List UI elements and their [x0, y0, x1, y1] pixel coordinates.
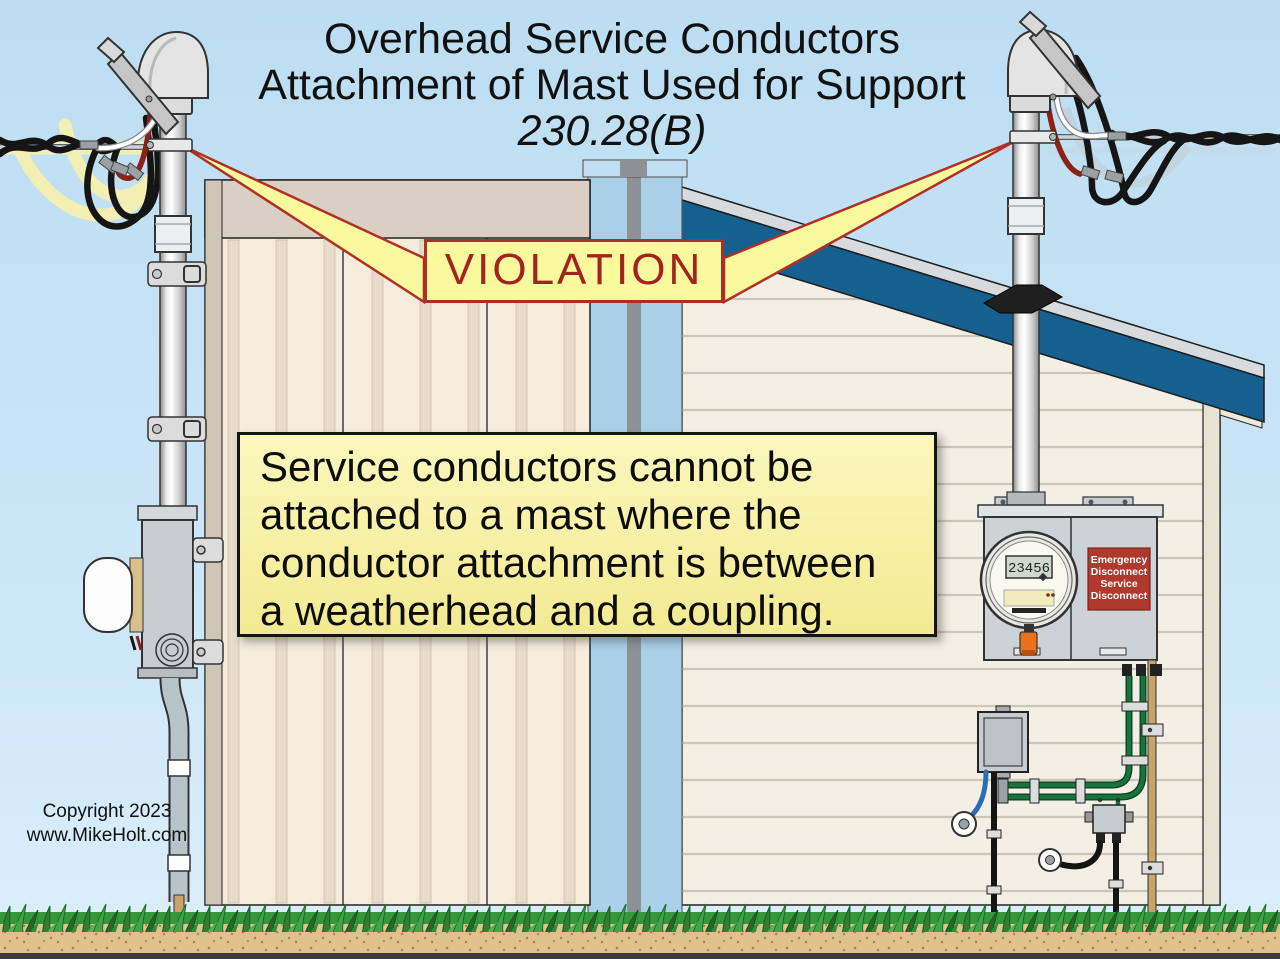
- left-service-mast: [159, 99, 187, 513]
- note-line-3: conductor attachment is between: [260, 539, 877, 586]
- conduit-coupling: [167, 854, 191, 872]
- meter-lcd: [1005, 555, 1053, 579]
- meter-dome-side: [83, 557, 133, 633]
- mast-strap-upper: [147, 261, 207, 287]
- mast-strap-lower: [147, 416, 207, 442]
- meter-nameplate: [1003, 589, 1055, 607]
- title-line-1: Overhead Service Conductors: [323, 15, 900, 63]
- splice-connectors: [1080, 131, 1127, 184]
- violation-label: VIOLATION: [444, 245, 704, 294]
- emergency-disconnect-label: Emergency Disconnect Service Disconnect: [1087, 547, 1151, 611]
- left-service-assembly: [0, 30, 224, 918]
- ground-baseline: [0, 953, 1280, 959]
- telecom-demarc-box: [977, 705, 1029, 779]
- label-line: Emergency: [1091, 554, 1148, 566]
- panel-bottom-fittings: [1122, 664, 1162, 676]
- explanation-box: Service conductors cannot be attached to…: [237, 432, 937, 637]
- copyright-notice: Copyright 2023 www.MikeHolt.com: [16, 800, 198, 848]
- violation-callout: VIOLATION: [424, 239, 724, 303]
- left-meter-enclosure: [83, 505, 224, 679]
- note-line-2: attached to a mast where the: [260, 491, 802, 538]
- meter-seal-stem: [1024, 624, 1034, 634]
- smart-meter: 23456: [979, 530, 1079, 656]
- splice-connectors: [79, 140, 145, 182]
- right-weatherhead: [1007, 10, 1102, 113]
- right-mast-coupling: [1007, 197, 1045, 235]
- title-line-2: Attachment of Mast Used for Support: [258, 61, 966, 109]
- violation-pointer-right: [722, 138, 1018, 305]
- label-line: Disconnect: [1091, 590, 1148, 602]
- label-line: Service: [1100, 578, 1138, 590]
- left-underground-conduit: [159, 677, 191, 918]
- code-reference: 230.28(B): [517, 107, 707, 155]
- left-weatherhead: [96, 30, 209, 136]
- grounding-and-branch-wiring: [951, 659, 1164, 929]
- grass: [0, 900, 1280, 932]
- note-line-1: Service conductors cannot be: [260, 443, 814, 490]
- diagram-title: Overhead Service Conductors Attachment o…: [0, 16, 1224, 154]
- meter-disconnect-panel: 23456 Emergency Disconnect Service Disco…: [977, 491, 1164, 661]
- meter-reading: 23456: [1008, 561, 1050, 577]
- right-building-corner-trim: [1202, 399, 1221, 906]
- roof-flashing-boot: [983, 284, 1064, 314]
- conduit-coupling: [167, 759, 191, 777]
- wire-clamps: [997, 701, 1164, 875]
- right-service-assembly: 23456 Emergency Disconnect Service Disco…: [951, 10, 1280, 929]
- left-mast-coupling: [154, 215, 192, 253]
- copyright-line-1: Copyright 2023: [42, 801, 172, 822]
- drip-loops: [1060, 54, 1186, 206]
- door-handle: [1099, 647, 1127, 656]
- ground-electrode-conductor-sleeve: [1147, 659, 1157, 929]
- mast-locknut: [1006, 491, 1046, 506]
- service-drop-twisted: [1108, 129, 1280, 146]
- label-line: Disconnect: [1091, 566, 1148, 578]
- bonding-junction-box: [1084, 797, 1134, 843]
- knockout-ring: [155, 633, 189, 667]
- note-line-4: a weatherhead and a coupling.: [260, 587, 835, 634]
- copyright-line-2: www.MikeHolt.com: [26, 825, 188, 846]
- meter-mount-straps: [192, 537, 224, 665]
